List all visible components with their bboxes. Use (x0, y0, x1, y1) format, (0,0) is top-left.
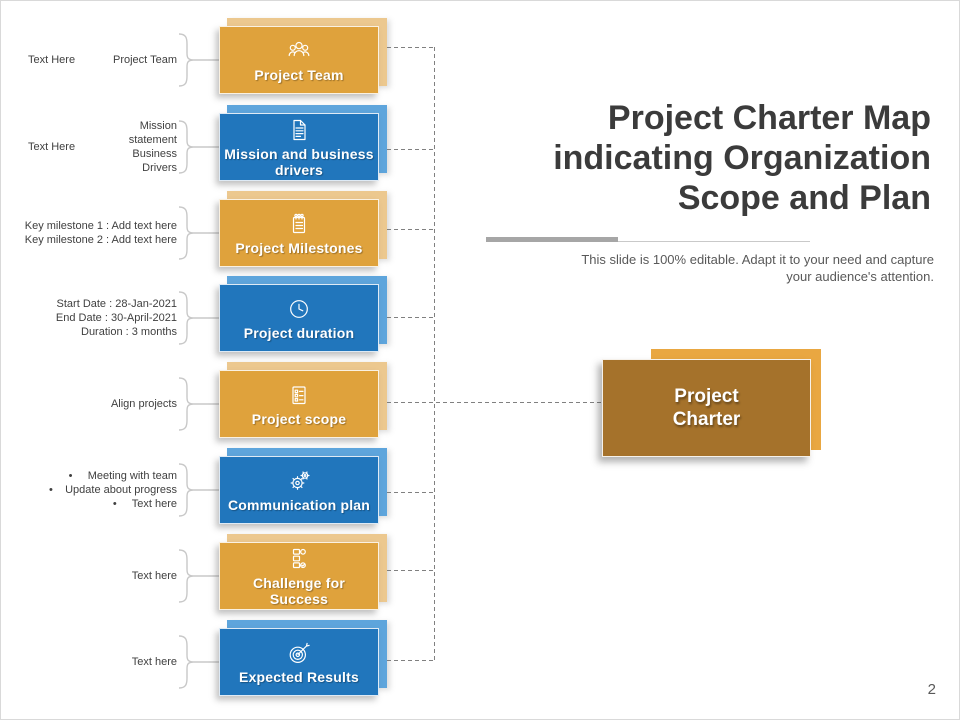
diagram-row-scope: Align projects Project scope (1, 362, 602, 446)
box-results: Expected Results (219, 628, 379, 696)
document-icon (293, 119, 306, 140)
note-line: • Meeting with team (68, 470, 177, 482)
note-line: Drivers (142, 162, 177, 174)
note-side-label: Text Here (28, 141, 76, 153)
connector-stub (387, 229, 434, 230)
note-line: End Date : 30-April-2021 (55, 312, 177, 324)
box-label: Challenge for Success (252, 574, 346, 607)
connector-stub (387, 47, 434, 48)
diagram-row-results: Text here Expected Results (1, 620, 602, 704)
milestones-notepad-icon (292, 213, 306, 233)
connector-stub (387, 317, 434, 318)
team-icon (288, 41, 310, 56)
charter-label-line: Project (674, 386, 739, 407)
stacked-blocks-icon (292, 548, 306, 568)
connector-stub (387, 570, 434, 571)
title-divider-line (486, 241, 810, 242)
note-line: statement (128, 134, 177, 146)
note-line: Align projects (110, 398, 177, 410)
note-line: Key milestone 1 : Add text here (24, 220, 177, 232)
connector-vertical-line (434, 47, 435, 660)
note-mission: Text Here Mission statement Business Dri… (21, 105, 177, 189)
box-label: Project scope (251, 410, 347, 427)
box-scope: Project scope (219, 370, 379, 438)
note-milestones: Key milestone 1 : Add text here Key mile… (21, 191, 177, 275)
connector-to-charter (387, 402, 602, 403)
subtitle-text: This slide is 100% editable. Adapt it to… (581, 252, 934, 284)
box-label: Project Team (254, 66, 344, 83)
note-line: Business (132, 148, 177, 160)
diagram-row-mission: Text Here Mission statement Business Dri… (1, 105, 602, 189)
note-line: Duration : 3 months (81, 326, 177, 338)
diagram-row-duration: Start Date : 28-Jan-2021 End Date : 30-A… (1, 276, 602, 360)
brace-callout (178, 377, 219, 431)
connector-stub (387, 660, 434, 661)
title-divider-bar (486, 237, 618, 242)
box-label: Communication plan (227, 496, 371, 513)
note-communication: • Meeting with team • Update about progr… (21, 448, 177, 532)
box-duration: Project duration (219, 284, 379, 352)
box-project-team: Project Team (219, 26, 379, 94)
brace-callout (178, 463, 219, 517)
brace-callout (178, 33, 219, 87)
brace-callout (178, 206, 219, 260)
gears-icon (290, 470, 310, 490)
note-challenge: Text here (21, 534, 177, 618)
connector-stub (387, 492, 434, 493)
box-communication: Communication plan (219, 456, 379, 524)
brace-callout (178, 549, 219, 603)
box-label: Mission and business drivers (224, 145, 374, 178)
note-line: Project Team (113, 54, 177, 66)
brace-callout (178, 120, 219, 174)
project-charter-box: Project Charter (602, 359, 811, 457)
page-title-line: Project Charter Map (607, 99, 931, 137)
brace-callout (178, 291, 219, 345)
note-line: Key milestone 2 : Add text here (24, 234, 177, 246)
note-scope: Align projects (21, 362, 177, 446)
page-title-line: Scope and Plan (677, 179, 931, 217)
page-number: 2 (927, 681, 936, 698)
note-line: Text here (131, 656, 177, 668)
box-mission: Mission and business drivers (219, 113, 379, 181)
clock-icon (290, 299, 308, 318)
connector-stub (387, 149, 434, 150)
box-challenge: Challenge for Success (219, 542, 379, 610)
note-side-label: Text Here (28, 54, 76, 66)
box-label: Project Milestones (235, 239, 363, 256)
brace-callout (178, 635, 219, 689)
diagram-row-challenge: Text here Challenge for Success (1, 534, 602, 618)
page-title-line: indicating Organization (553, 139, 931, 177)
target-arrow-icon (289, 642, 310, 663)
box-label: Project duration (243, 324, 355, 341)
diagram-row-communication: • Meeting with team • Update about progr… (1, 448, 602, 532)
note-project-team: Text Here Project Team (21, 18, 177, 102)
note-duration: Start Date : 28-Jan-2021 End Date : 30-A… (21, 276, 177, 360)
charter-label-line: Charter (672, 409, 741, 430)
note-line: • Text here (112, 498, 177, 510)
diagram-row-project-team: Text Here Project Team Project Team (1, 18, 602, 102)
note-results: Text here (21, 620, 177, 704)
page-title: Project Charter Map indicating Organizat… (471, 98, 931, 218)
note-line: • Update about progress (49, 484, 177, 496)
note-line: Start Date : 28-Jan-2021 (56, 298, 177, 310)
box-label: Expected Results (239, 668, 359, 685)
box-milestones: Project Milestones (219, 199, 379, 267)
diagram-row-milestones: Key milestone 1 : Add text here Key mile… (1, 191, 602, 275)
note-line: Mission (139, 120, 177, 132)
note-line: Text here (131, 570, 177, 582)
checklist-icon (292, 385, 306, 404)
